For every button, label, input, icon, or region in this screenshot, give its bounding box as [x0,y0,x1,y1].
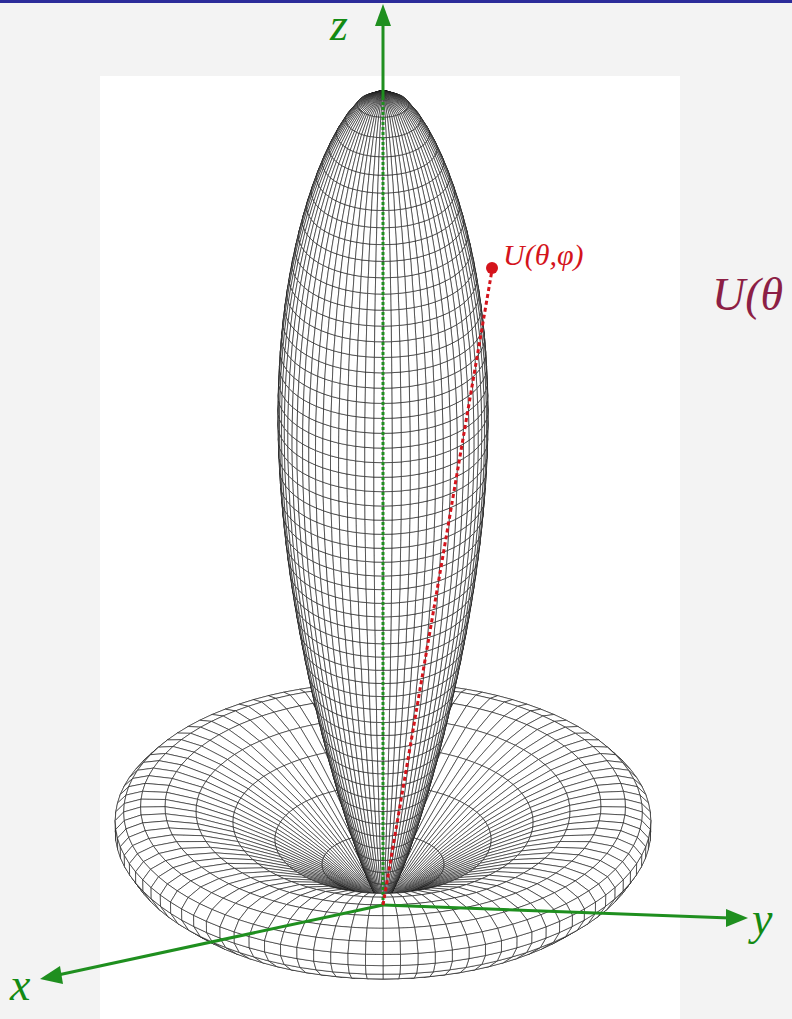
mesh-facet [141,791,167,799]
mesh-facet [141,799,166,807]
mesh-facet [599,791,625,799]
mesh-facet [601,799,626,807]
